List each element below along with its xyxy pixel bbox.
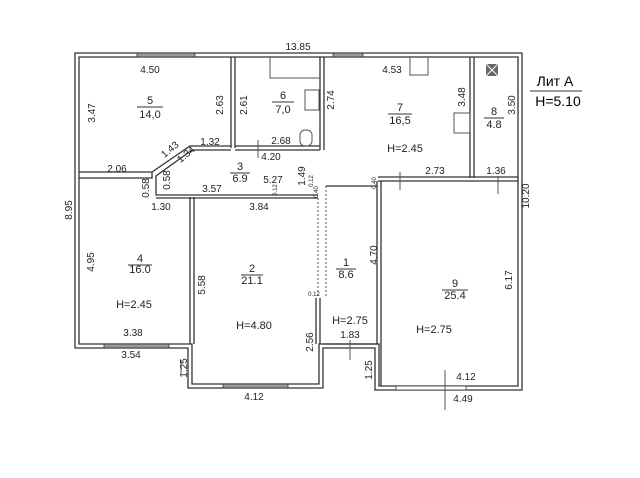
dimension-label: 1.30 [151, 202, 171, 213]
room-number: 8 [491, 106, 497, 118]
stove-icon [453, 112, 471, 134]
room-area: 14,0 [139, 109, 160, 121]
room-area: 6.9 [232, 173, 247, 185]
dimension-label: 4.50 [140, 65, 160, 76]
dimension-label: 0.12 [308, 292, 320, 298]
room-8: 84.8 [484, 106, 504, 131]
room-area: 7,0 [275, 104, 290, 116]
dimension-label: 5.27 [263, 175, 283, 186]
walls [74, 52, 523, 391]
dimension-label: 3.54 [121, 350, 141, 361]
room-area: 16,5 [389, 115, 410, 127]
room-number: 5 [147, 95, 153, 107]
room-4: 416.0H=2.45 [116, 253, 152, 311]
room-number: 1 [343, 257, 349, 269]
room-height: H=2.45 [116, 299, 152, 311]
dimension-label: 10.20 [521, 183, 532, 208]
dimension-label: 4.53 [382, 65, 402, 76]
dimension-label: 6.17 [504, 270, 515, 290]
dimension-label: 1.36 [486, 166, 506, 177]
windows [103, 52, 467, 391]
room-number: 3 [237, 161, 243, 173]
fixtures [180, 57, 499, 410]
room-2: 221.1H=4.80 [236, 263, 272, 332]
dimension-label: 1.83 [340, 330, 360, 341]
room-height: H=4.80 [236, 320, 272, 332]
title-block: Лит А H=5.10 [530, 73, 582, 109]
dimension-label: 1.32 [200, 137, 220, 148]
room-area: 21.1 [241, 275, 262, 287]
dimension-label: 0.58 [141, 178, 152, 198]
dimension-label: 2.74 [326, 90, 337, 110]
room-area: 16.0 [129, 264, 150, 276]
dimension-label: 2.63 [215, 95, 226, 115]
dimensions: 13.85 4.50 3.47 2.63 2.61 2.74 4.53 3.48… [64, 42, 532, 405]
dimension-label: 2.68 [271, 136, 291, 147]
toilet-icon [299, 129, 313, 147]
room-9: 925.4H=2.75 [416, 278, 468, 336]
dimension-label: 1.25 [364, 360, 375, 380]
room-number: 4 [137, 253, 143, 265]
dimension-label: 3.38 [123, 328, 143, 339]
dimension-label: 13.85 [285, 42, 310, 53]
dimension-label: 4.49 [453, 394, 473, 405]
dimension-label: 3.57 [202, 184, 222, 195]
dimension-label: 1.25 [179, 358, 190, 378]
title-label: Лит А [537, 73, 574, 89]
dimension-label: 2.73 [425, 166, 445, 177]
room-3: 36.9 [230, 161, 250, 185]
dimension-label: 3.47 [87, 103, 98, 123]
room-height: H=2.45 [387, 143, 423, 155]
room-5: 514,0 [137, 95, 163, 121]
room-area: 4.8 [486, 119, 501, 131]
dimension-label: 8.95 [64, 200, 75, 220]
room-height: H=2.75 [416, 324, 452, 336]
dimension-label: 3.50 [507, 95, 518, 115]
room-number: 2 [249, 263, 255, 275]
dimension-label: 4.95 [86, 252, 97, 272]
dimension-label: 1.49 [297, 166, 308, 186]
dimension-label: 2.56 [305, 332, 316, 352]
dimension-label: 4.12 [456, 372, 476, 383]
title-height: H=5.10 [535, 93, 581, 109]
room-height: H=2.75 [332, 315, 368, 327]
dimension-label: 0.40 [314, 186, 320, 198]
rooms: 514,0 67,0 716,5H=2.45 84.8 36.9 416.0H=… [116, 90, 504, 336]
dimension-label: 4.20 [261, 152, 281, 163]
dimension-label: 4.70 [369, 245, 380, 265]
dimension-label: 2.06 [107, 164, 127, 175]
dimension-label: 3.84 [249, 202, 269, 213]
dimension-label: 4.12 [244, 392, 264, 403]
dimension-label: 2.61 [239, 95, 250, 115]
room-number: 9 [452, 278, 458, 290]
dimension-label: 0.12 [273, 184, 279, 196]
dimension-label: 3.48 [457, 87, 468, 107]
dimension-label: 0.12 [309, 175, 315, 187]
room-area: 25.4 [444, 290, 465, 302]
room-number: 6 [280, 90, 286, 102]
dimension-label: 5.58 [197, 275, 208, 295]
room-area: 8.6 [338, 269, 353, 281]
room-number: 7 [397, 102, 403, 114]
dimension-label: 0.58 [162, 170, 173, 190]
room-7: 716,5H=2.45 [387, 102, 423, 155]
room-1: 18.6H=2.75 [332, 257, 368, 327]
dimension-label: 0.40 [372, 177, 378, 189]
room-6: 67,0 [272, 90, 294, 116]
